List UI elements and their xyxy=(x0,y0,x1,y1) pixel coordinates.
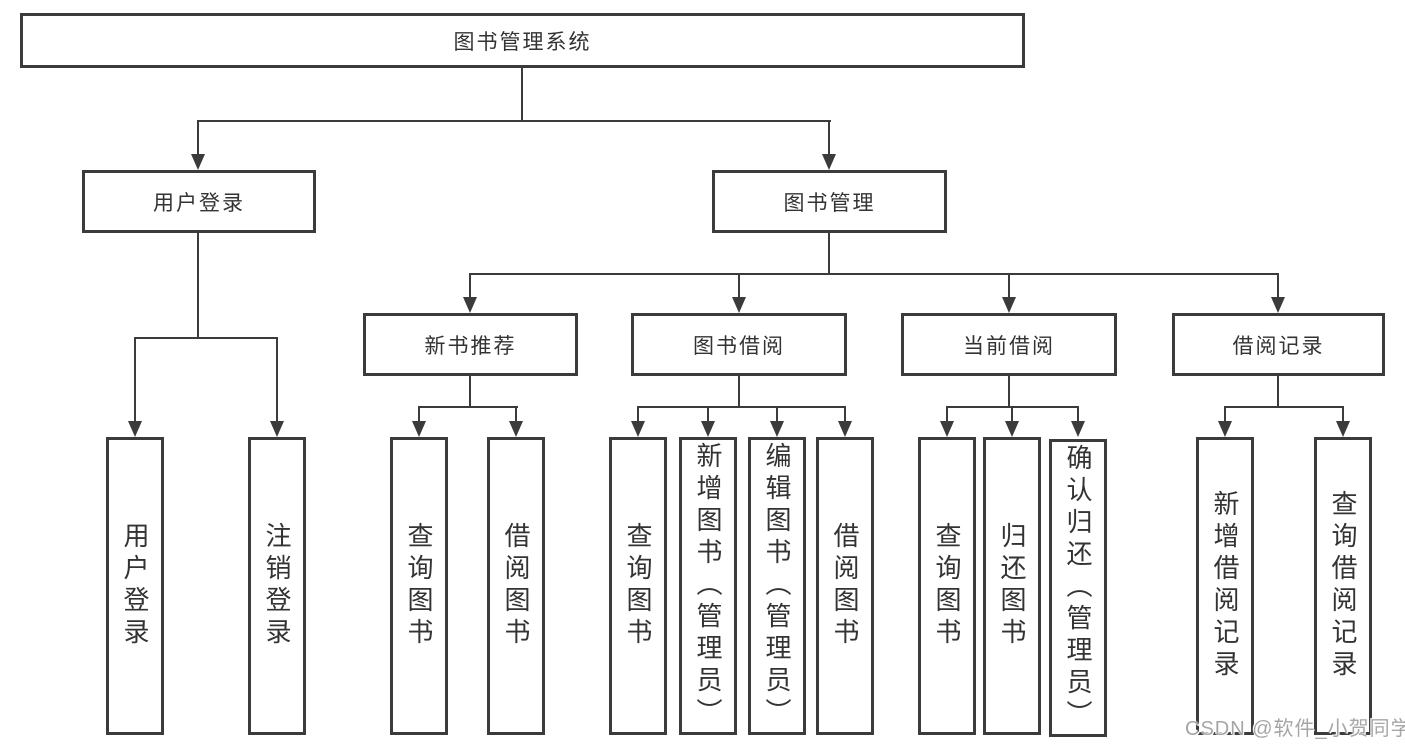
leaf-cb-confirm-return-label: 确认归还（管理员） xyxy=(1063,444,1093,732)
arrow-down-icon xyxy=(1336,421,1350,437)
leaf-nb-query-books-label: 查询图书 xyxy=(404,522,434,650)
node-root: 图书管理系统 xyxy=(20,13,1025,68)
connector-line xyxy=(521,68,523,120)
leaf-logout-label: 注销登录 xyxy=(262,522,292,650)
connector-line xyxy=(828,120,830,154)
arrow-down-icon xyxy=(838,421,852,437)
arrow-down-icon xyxy=(412,421,426,437)
leaf-cb-return-books-label: 归还图书 xyxy=(997,522,1027,650)
leaf-br-add-record: 新增借阅记录 xyxy=(1196,437,1254,735)
node-borrowing-records: 借阅记录 xyxy=(1172,313,1385,376)
leaf-cb-query-books: 查询图书 xyxy=(918,437,976,735)
leaf-cb-confirm-return: 确认归还（管理员） xyxy=(1049,439,1107,737)
leaf-cb-return-books: 归还图书 xyxy=(983,437,1041,735)
connector-line xyxy=(197,120,831,122)
connector-line xyxy=(776,406,778,421)
connector-line xyxy=(844,406,846,421)
connector-line xyxy=(1277,273,1279,297)
arrow-down-icon xyxy=(940,421,954,437)
leaf-logout: 注销登录 xyxy=(248,437,306,735)
node-user-login: 用户登录 xyxy=(82,170,316,233)
arrow-down-icon xyxy=(1271,297,1285,313)
arrow-down-icon xyxy=(822,154,836,170)
connector-line xyxy=(1008,273,1010,297)
leaf-br-add-record-label: 新增借阅记录 xyxy=(1210,490,1240,682)
arrow-down-icon xyxy=(270,421,284,437)
leaf-bb-edit-books-label: 编辑图书（管理员） xyxy=(762,442,792,730)
arrow-down-icon xyxy=(1005,421,1019,437)
connector-line xyxy=(1224,406,1344,408)
leaf-bb-add-books-label: 新增图书（管理员） xyxy=(693,442,723,730)
arrow-down-icon xyxy=(1218,421,1232,437)
csdn-watermark: CSDN @软件_小贺同学 xyxy=(1185,718,1405,740)
node-user-login-label: 用户登录 xyxy=(153,191,245,215)
connector-line xyxy=(134,337,278,339)
connector-line xyxy=(469,273,1279,275)
arrow-down-icon xyxy=(191,154,205,170)
leaf-cb-query-books-label: 查询图书 xyxy=(932,522,962,650)
connector-line xyxy=(469,273,471,297)
connector-line xyxy=(197,120,199,154)
leaf-nb-borrow-books: 借阅图书 xyxy=(487,437,545,735)
connector-line xyxy=(515,406,517,421)
connector-line xyxy=(276,337,278,421)
connector-line xyxy=(738,376,740,406)
arrow-down-icon xyxy=(701,421,715,437)
node-book-management-label: 图书管理 xyxy=(783,191,876,215)
arrow-down-icon xyxy=(770,421,784,437)
connector-line xyxy=(1224,406,1226,421)
leaf-nb-query-books: 查询图书 xyxy=(390,437,448,735)
connector-line xyxy=(637,406,639,421)
connector-line xyxy=(1008,376,1010,406)
arrow-down-icon xyxy=(732,297,746,313)
leaf-user-login: 用户登录 xyxy=(106,437,164,735)
leaf-bb-add-books: 新增图书（管理员） xyxy=(679,437,737,735)
connector-line xyxy=(738,273,740,297)
leaf-nb-borrow-books-label: 借阅图书 xyxy=(501,522,531,650)
leaf-br-query-record: 查询借阅记录 xyxy=(1314,437,1372,735)
arrow-down-icon xyxy=(1071,421,1085,437)
connector-line xyxy=(946,406,948,421)
connector-line xyxy=(418,406,420,421)
leaf-bb-borrow-books: 借阅图书 xyxy=(816,437,874,735)
arrow-down-icon xyxy=(128,421,142,437)
leaf-bb-query-books: 查询图书 xyxy=(609,437,667,735)
leaf-bb-query-books-label: 查询图书 xyxy=(623,522,653,650)
node-book-borrowing: 图书借阅 xyxy=(631,313,847,376)
connector-line xyxy=(469,376,471,406)
leaf-user-login-label: 用户登录 xyxy=(120,522,150,650)
node-new-book-recommend: 新书推荐 xyxy=(363,313,578,376)
node-book-borrowing-label: 图书借阅 xyxy=(693,334,785,358)
arrow-down-icon xyxy=(509,421,523,437)
connector-line xyxy=(418,406,518,408)
leaf-br-query-record-label: 查询借阅记录 xyxy=(1328,490,1358,682)
connector-line xyxy=(134,337,136,421)
connector-line xyxy=(707,406,709,421)
connector-line xyxy=(1077,406,1079,421)
arrow-down-icon xyxy=(463,297,477,313)
connector-line xyxy=(197,233,199,337)
node-borrowing-records-label: 借阅记录 xyxy=(1232,334,1325,358)
node-current-borrowing: 当前借阅 xyxy=(901,313,1117,376)
connector-line xyxy=(1342,406,1344,421)
connector-line xyxy=(828,233,830,273)
node-current-borrowing-label: 当前借阅 xyxy=(963,334,1055,358)
node-book-management: 图书管理 xyxy=(712,170,947,233)
leaf-bb-edit-books: 编辑图书（管理员） xyxy=(748,437,806,735)
node-new-book-recommend-label: 新书推荐 xyxy=(424,334,517,358)
arrow-down-icon xyxy=(1002,297,1016,313)
connector-line xyxy=(1011,406,1013,421)
connector-line xyxy=(637,406,846,408)
node-root-label: 图书管理系统 xyxy=(453,30,592,54)
leaf-bb-borrow-books-label: 借阅图书 xyxy=(830,522,860,650)
connector-line xyxy=(1277,376,1279,406)
arrow-down-icon xyxy=(631,421,645,437)
